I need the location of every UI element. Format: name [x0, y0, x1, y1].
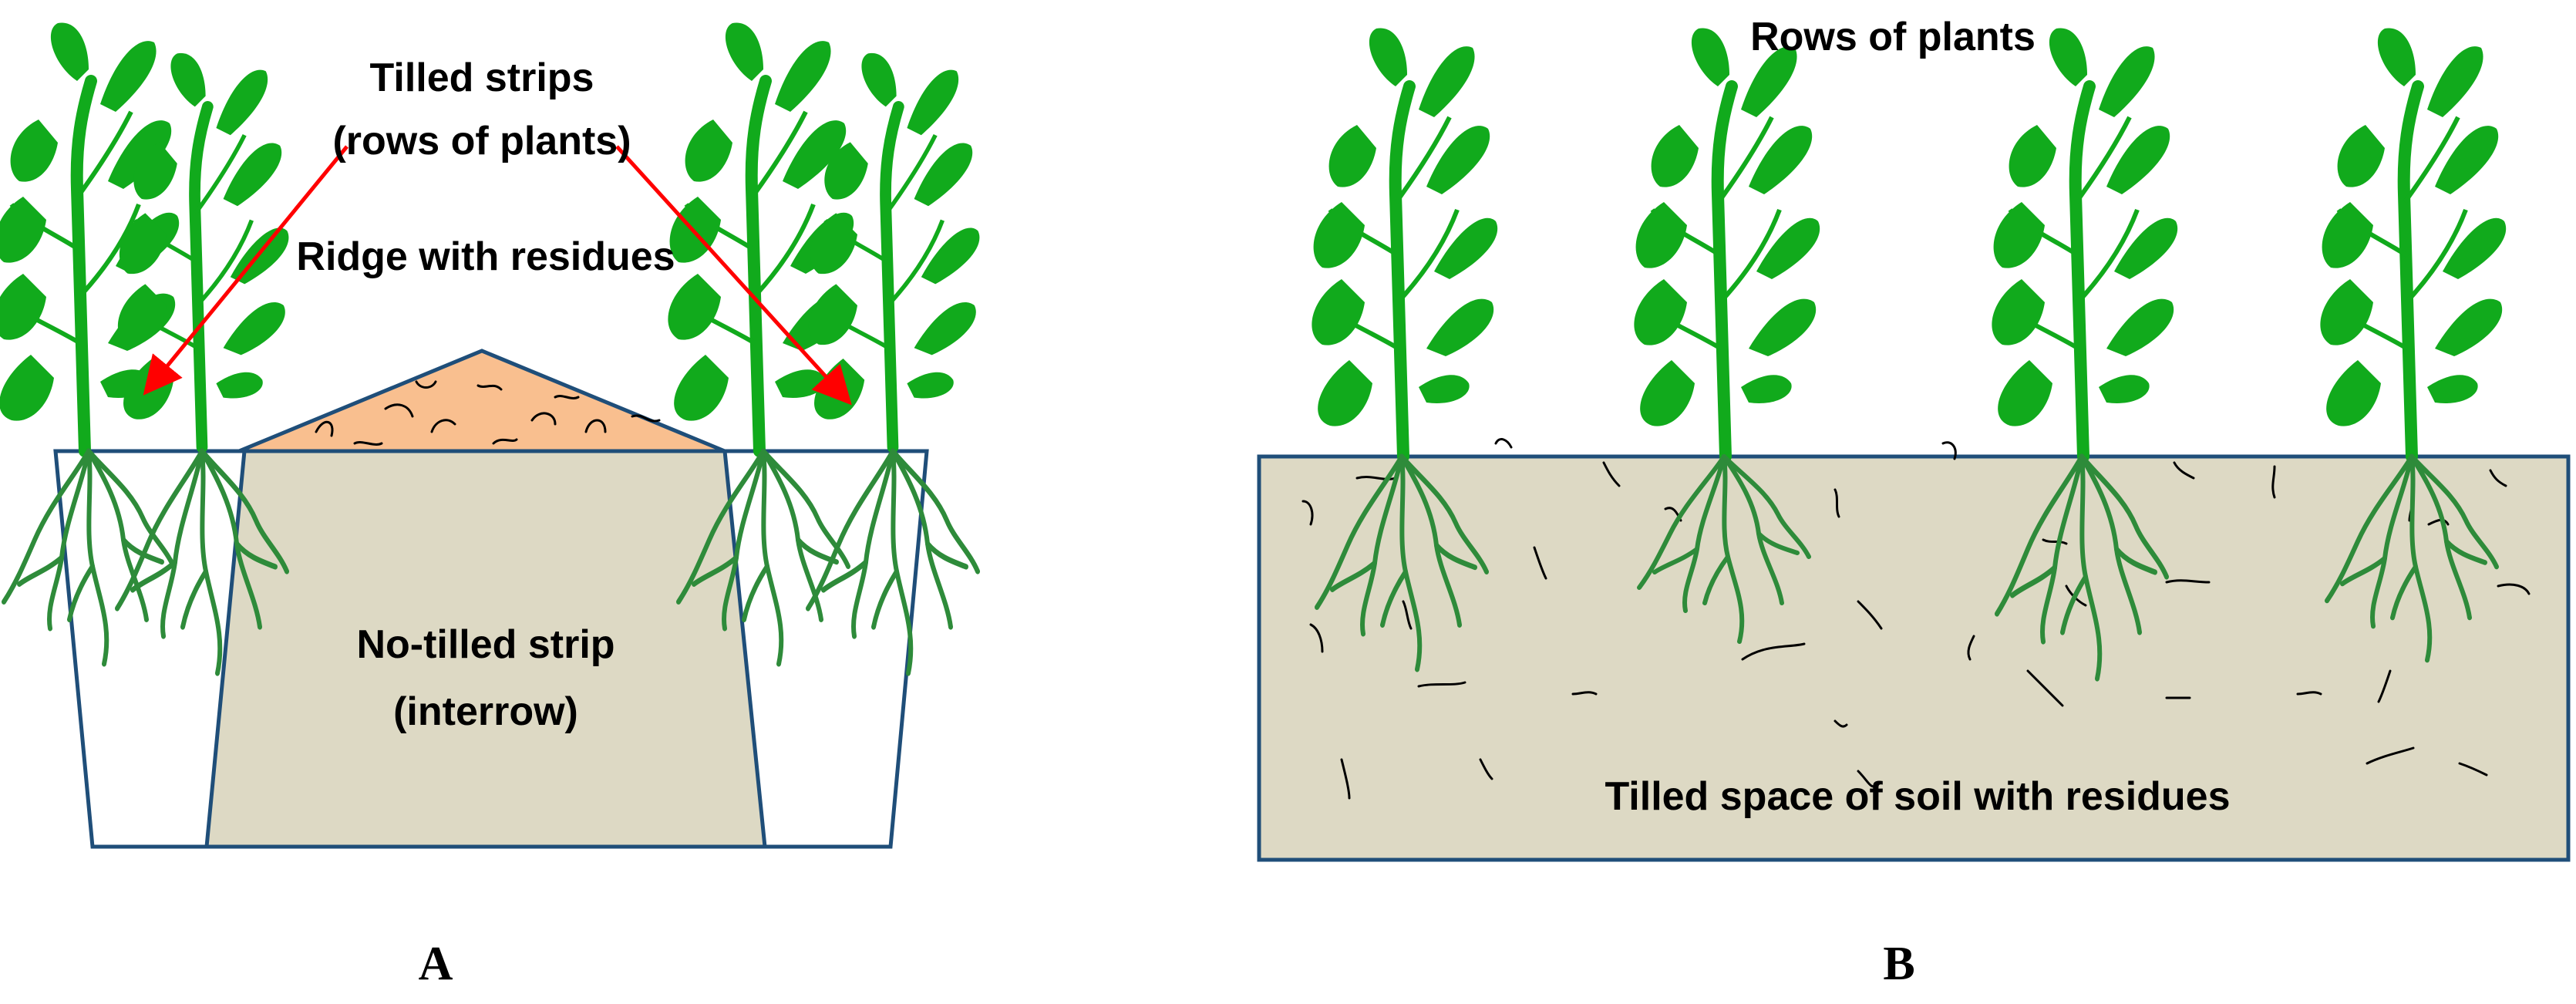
label-tilled-space: Tilled space of soil with residues	[1605, 774, 2230, 819]
label-ridge: Ridge with residues	[296, 234, 675, 279]
label-no-tilled-line1: No-tilled strip	[356, 622, 615, 667]
ridge	[238, 349, 726, 453]
plant-icon	[1312, 28, 2506, 457]
label-tilled-strips-line1: Tilled strips	[370, 56, 594, 100]
panel-a: Tilled strips (rows of plants) Ridge wit…	[0, 22, 979, 990]
label-no-tilled-line2: (interrow)	[393, 689, 578, 734]
panel-b-letter: B	[1883, 938, 1914, 990]
panel-b: Rows of plants Tilled space of soil with…	[1257, 15, 2571, 990]
ridge-residues	[315, 380, 661, 446]
panel-a-letter: A	[419, 938, 453, 990]
tilled-soil	[1257, 454, 2571, 862]
label-rows-of-plants: Rows of plants	[1750, 15, 2036, 59]
red-arrow-icon	[143, 145, 852, 406]
label-tilled-strips-line2: (rows of plants)	[332, 119, 631, 163]
